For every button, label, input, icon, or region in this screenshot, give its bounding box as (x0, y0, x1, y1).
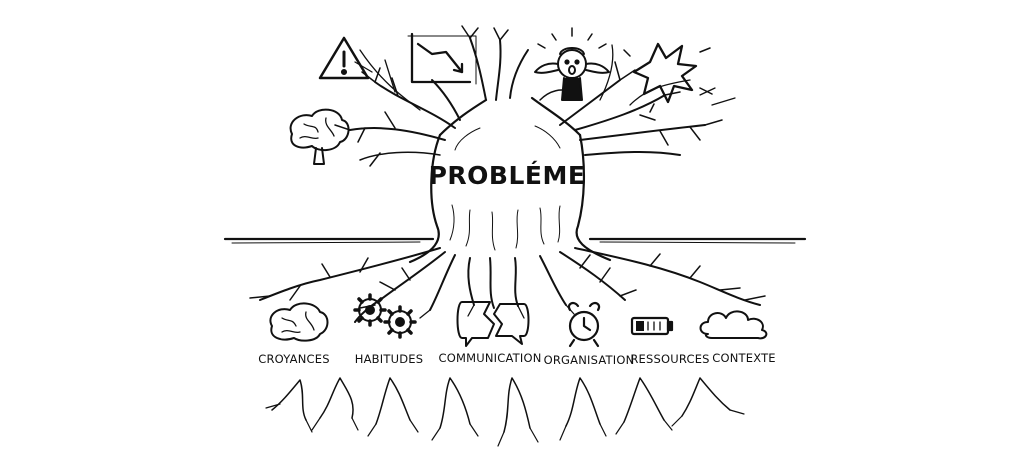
problem-title: PROBLÉME (429, 161, 586, 190)
cloud-icon (699, 310, 768, 340)
ground-line (223, 237, 807, 244)
brain-icon (289, 108, 350, 165)
tree-branches (334, 25, 736, 167)
label-communication: COMMUNICATION (438, 351, 541, 365)
stressed-person-icon (534, 27, 610, 101)
label-organisation: ORGANISATION (544, 353, 635, 367)
label-contexte: CONTEXTE (712, 351, 776, 365)
warning-icon (318, 36, 370, 80)
root-brain-icon (269, 302, 329, 342)
alarm-clock-icon (567, 301, 601, 348)
tree-roots (249, 247, 766, 447)
explosion-icon (623, 42, 713, 113)
label-habitudes: HABITUDES (355, 352, 423, 366)
label-croyances: CROYANCES (258, 352, 329, 366)
broken-speech-bubbles-icon (456, 301, 530, 347)
declining-chart-icon (407, 32, 477, 85)
label-ressources: RESSOURCES (630, 352, 709, 366)
gears-icon (353, 293, 417, 339)
root-labels: CROYANCES HABITUDES COMMUNICATION ORGANI… (258, 351, 776, 367)
low-battery-icon (630, 316, 674, 336)
